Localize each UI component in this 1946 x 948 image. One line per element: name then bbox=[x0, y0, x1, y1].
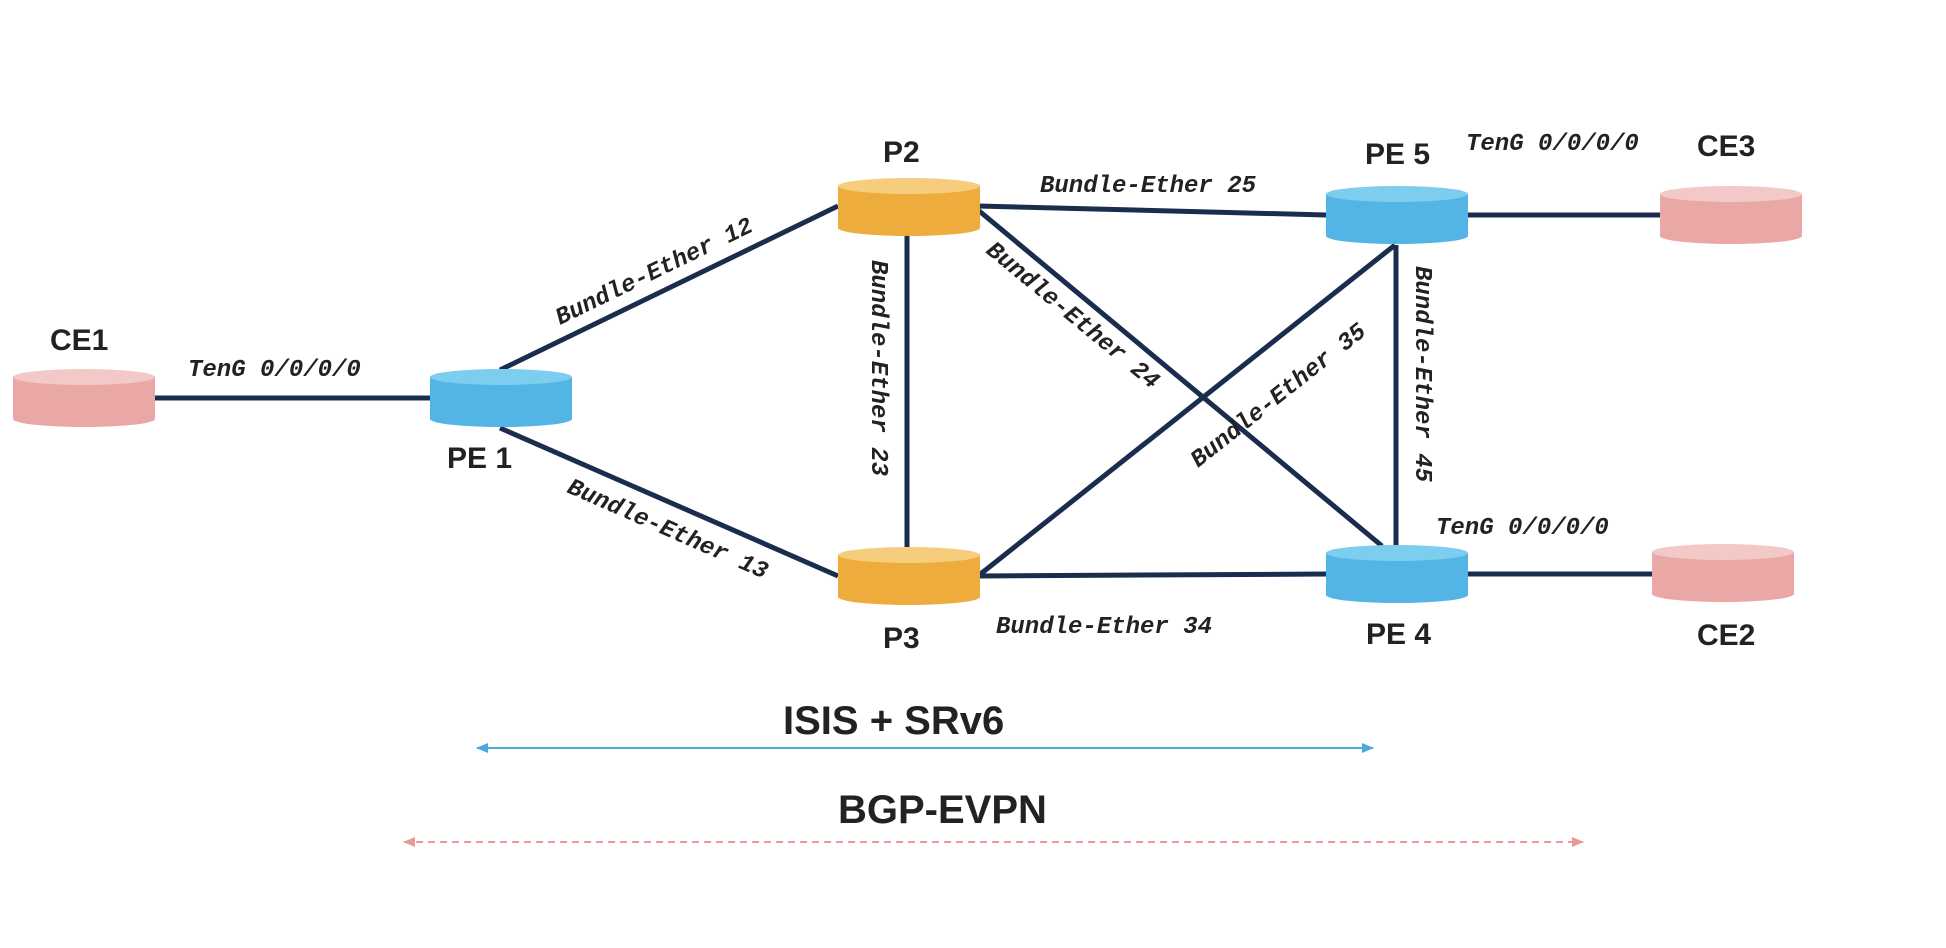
link-p3-pe4 bbox=[977, 571, 1327, 579]
link-label-p2-pe4: Bundle-Ether 24 bbox=[980, 237, 1164, 395]
node-p3-top bbox=[838, 547, 980, 563]
node-pe5-top bbox=[1326, 186, 1468, 202]
node-p3-body bbox=[838, 555, 980, 605]
link-label-p2-pe5: Bundle-Ether 25 bbox=[1040, 173, 1257, 200]
node-pe1 bbox=[430, 369, 572, 427]
link-label-pe4-ce2: TenG 0/0/0/0 bbox=[1436, 515, 1609, 542]
node-pe4-top bbox=[1326, 545, 1468, 561]
node-ce1-body bbox=[13, 377, 155, 427]
bgp-evpn-label: BGP-EVPN bbox=[838, 788, 1047, 832]
node-pe1-top bbox=[430, 369, 572, 385]
node-ce3-top bbox=[1660, 186, 1802, 202]
node-pe4-body bbox=[1326, 553, 1468, 603]
link-label-p3-pe5: Bundle-Ether 35 bbox=[1186, 319, 1373, 475]
node-p2-label: P2 bbox=[883, 136, 920, 169]
node-ce3-body bbox=[1660, 194, 1802, 244]
node-ce1-top bbox=[13, 369, 155, 385]
link-label-pe5-ce3: TenG 0/0/0/0 bbox=[1466, 131, 1639, 158]
link-label-pe5-pe4: Bundle-Ether 45 bbox=[1408, 266, 1435, 483]
node-pe1-label: PE 1 bbox=[447, 442, 512, 475]
link-label-ce1-pe1: TenG 0/0/0/0 bbox=[188, 357, 361, 384]
node-p2-top bbox=[838, 178, 980, 194]
node-pe5-body bbox=[1326, 194, 1468, 244]
link-label-pe1-p2: Bundle-Ether 12 bbox=[552, 214, 758, 333]
node-pe5-label: PE 5 bbox=[1365, 138, 1430, 171]
link-p3-pe5 bbox=[976, 243, 1397, 578]
node-ce2 bbox=[1652, 544, 1794, 602]
node-ce3 bbox=[1660, 186, 1802, 244]
link-pe1-p3 bbox=[498, 425, 840, 579]
link-label-p2-p3: Bundle-Ether 23 bbox=[864, 260, 891, 476]
node-ce2-label: CE2 bbox=[1697, 619, 1755, 652]
node-ce2-body bbox=[1652, 552, 1794, 602]
node-pe5 bbox=[1326, 186, 1468, 244]
node-ce2-top bbox=[1652, 544, 1794, 560]
node-p2-body bbox=[838, 186, 980, 236]
node-pe4 bbox=[1326, 545, 1468, 603]
node-ce1-label: CE1 bbox=[50, 324, 108, 357]
links bbox=[155, 203, 1660, 579]
node-p3-label: P3 bbox=[883, 622, 920, 655]
isis-srv6-label: ISIS + SRv6 bbox=[783, 699, 1004, 743]
node-ce3-label: CE3 bbox=[1697, 130, 1755, 163]
node-pe4-label: PE 4 bbox=[1366, 618, 1431, 651]
link-p2-pe5 bbox=[977, 203, 1327, 218]
node-p3 bbox=[838, 547, 980, 605]
node-pe1-body bbox=[430, 377, 572, 427]
link-label-p3-pe4: Bundle-Ether 34 bbox=[996, 614, 1212, 641]
link-p2-pe4 bbox=[976, 208, 1384, 548]
link-label-pe1-p3: Bundle-Ether 13 bbox=[563, 475, 772, 587]
node-p2 bbox=[838, 178, 980, 236]
link-pe1-p2 bbox=[498, 203, 840, 373]
node-ce1 bbox=[13, 369, 155, 427]
